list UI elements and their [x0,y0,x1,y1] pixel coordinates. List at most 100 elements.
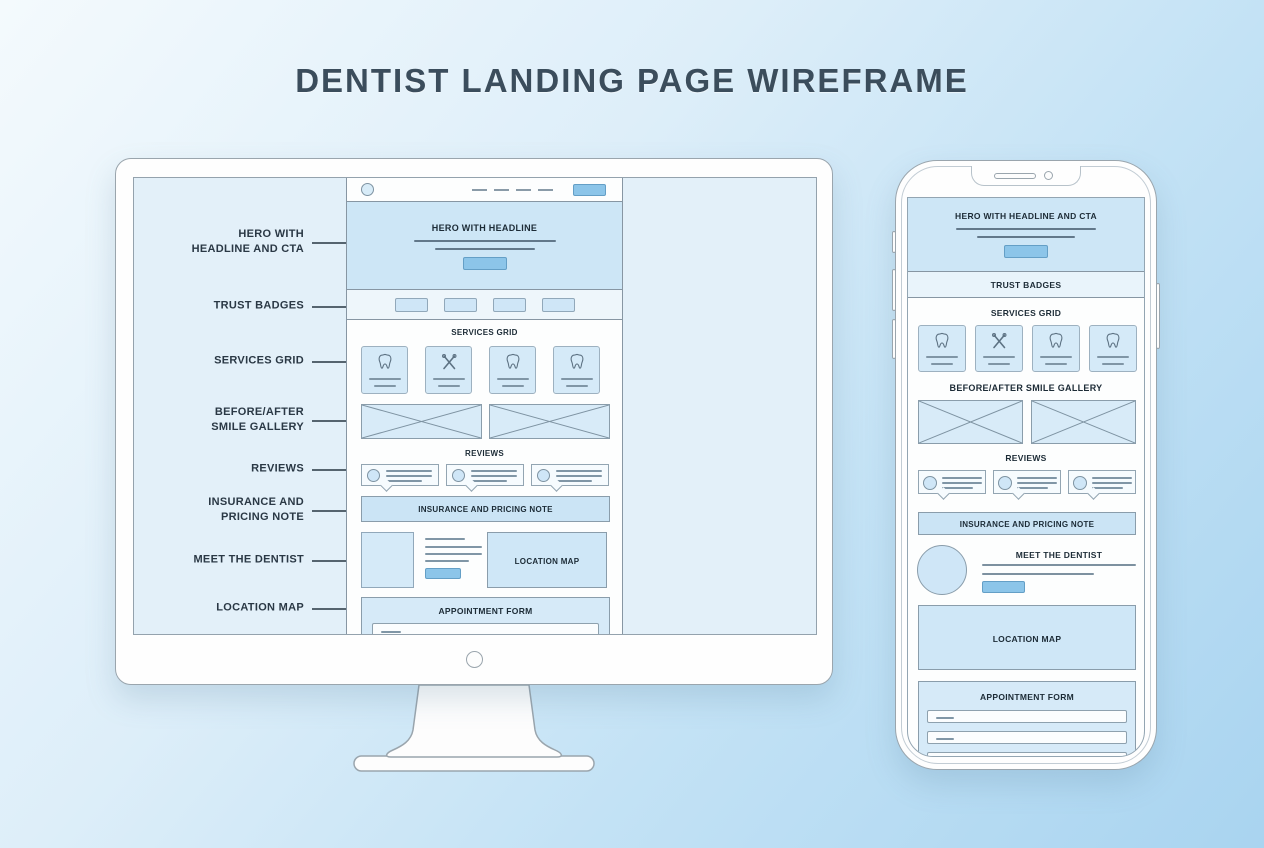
monitor-screen: HERO WITH HEADLINE AND CTA TRUST BADGES … [133,177,817,635]
location-map-box: LOCATION MAP [487,532,607,588]
text-line [983,356,1015,358]
trust-badge [493,298,526,312]
trust-badge [395,298,428,312]
location-map-label: LOCATION MAP [514,557,580,566]
nav-link-placeholder [472,189,487,191]
text-line [560,378,593,380]
hero-heading: HERO WITH HEADLINE AND CTA [955,211,1097,221]
text-line [1092,487,1123,489]
label-trust-badges: TRUST BADGES [213,299,304,312]
text-line [434,248,535,250]
service-card [975,325,1023,372]
insurance-note-bar: INSURANCE AND PRICING NOTE [361,496,610,522]
text-line [1092,477,1132,479]
desktop-wireframe-page: HERO WITH HEADLINE SERVICES GRID [346,178,623,634]
text-line [982,573,1094,575]
image-x-icon [362,405,481,438]
text-line [1102,363,1124,365]
hero-cta-button [1004,245,1048,258]
gallery-image-placeholder [1031,400,1136,444]
phone-side-button [1156,283,1160,349]
insurance-note-bar: INSURANCE AND PRICING NOTE [918,512,1136,535]
form-input [372,623,599,634]
appointment-form: APPOINTMENT FORM [361,597,610,634]
tooth-icon [378,353,391,369]
text-line [556,470,602,472]
text-line [982,564,1136,566]
text-line [496,378,529,380]
dentist-cta-button [982,581,1025,593]
text-line [386,470,432,472]
appointment-form-heading: APPOINTMENT FORM [438,606,533,616]
gallery-heading: BEFORE/AFTER SMILE GALLERY [949,383,1103,393]
trust-badges-row [347,290,622,320]
text-line [471,480,507,482]
text-line [471,470,517,472]
tooth-icon [506,353,519,369]
trust-badge [444,298,477,312]
label-services-grid: SERVICES GRID [214,354,304,367]
label-gallery: BEFORE/AFTER SMILE GALLERY [211,406,304,433]
crossed-dental-tools-icon [441,353,457,370]
text-line [936,717,954,719]
text-line [556,475,602,477]
trust-badges-bar: TRUST BADGES [908,272,1144,298]
trust-badge [542,298,575,312]
appointment-form: APPOINTMENT FORM [918,681,1136,756]
form-input [927,752,1127,756]
reviewer-avatar [367,469,380,482]
connector-line [312,560,346,562]
text-line [368,378,401,380]
reviewer-avatar [923,476,937,490]
phone-frame: HERO WITH HEADLINE AND CTA TRUST BADGES … [892,160,1160,770]
trust-badges-label: TRUST BADGES [990,280,1062,290]
camera-icon [1044,171,1053,180]
speaker-icon [994,173,1036,179]
reviewer-avatar [537,469,550,482]
tooth-icon [935,332,949,348]
label-insurance: INSURANCE AND PRICING NOTE [208,496,304,523]
reviewer-avatar [452,469,465,482]
monitor-stand [352,684,596,776]
service-card [553,346,600,394]
page-title: DENTIST LANDING PAGE WIREFRAME [295,62,969,99]
header-cta-button [573,184,606,196]
gallery-image-placeholder [918,400,1023,444]
review-card [361,464,439,486]
phone-screen: HERO WITH HEADLINE AND CTA TRUST BADGES … [907,197,1145,757]
text-line [1017,487,1048,489]
tooth-icon [1049,332,1063,348]
monitor-button-icon [465,651,483,668]
hero-cta-button [462,257,507,270]
text-line [565,385,588,387]
gallery-image-placeholder [361,404,482,439]
services-heading: SERVICES GRID [990,308,1062,318]
text-line [977,236,1075,238]
gallery-image-placeholder [489,404,610,439]
reviewer-avatar [998,476,1012,490]
dentist-cta-button [425,568,461,579]
text-line [381,631,401,633]
reviews-heading: REVIEWS [1005,453,1047,463]
tooth-icon [570,353,583,369]
text-line [556,480,592,482]
location-map-box: LOCATION MAP [918,605,1136,670]
form-input [927,731,1127,744]
label-meet-dentist: MEET THE DENTIST [193,553,304,566]
text-line [988,363,1010,365]
logo-circle-icon [361,183,374,196]
service-card [361,346,408,394]
text-line [1017,477,1057,479]
text-line [432,378,465,380]
review-card [993,470,1061,494]
service-card [1032,325,1080,372]
review-card [531,464,609,486]
service-card [425,346,472,394]
text-line [425,546,482,548]
service-card [489,346,536,394]
label-location-map: LOCATION MAP [216,601,304,614]
services-heading: SERVICES GRID [451,328,518,337]
reviewer-avatar [1073,476,1087,490]
insurance-label: INSURANCE AND PRICING NOTE [418,505,553,514]
